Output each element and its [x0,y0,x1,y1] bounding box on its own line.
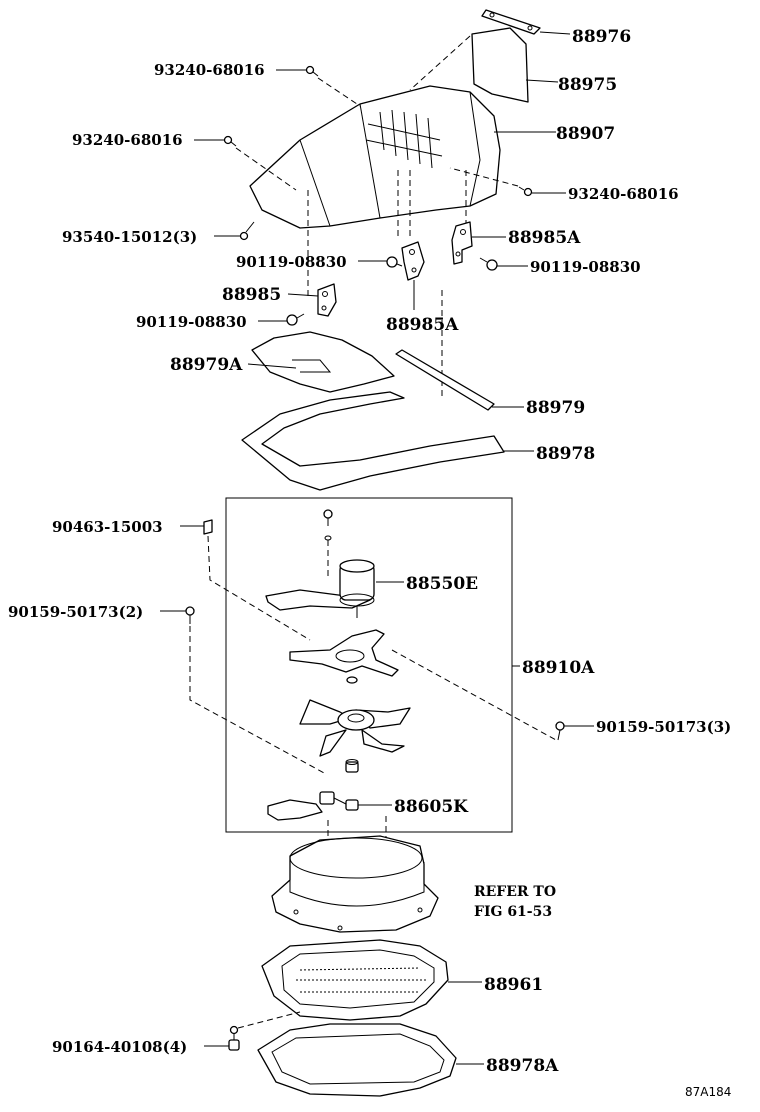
part-88961-grille [261,939,449,1021]
label-88979: 88979 [526,398,585,418]
part-88975-panel [471,27,529,103]
label-93240-right: 93240-68016 [568,185,679,203]
part-88979A-sheet [251,331,395,393]
screw-93240-left [223,135,237,147]
label-88978: 88978 [536,444,595,464]
label-93240-left: 93240-68016 [72,131,183,149]
screw-90159-right [555,721,565,741]
nut-upper [346,676,358,684]
bolt-90119-right [479,257,498,271]
bolt-90119-middle [386,256,403,268]
label-88550E: 88550E [406,574,478,594]
part-88976-plate [481,9,541,35]
screw-90164 [228,1025,240,1051]
label-93540: 93540-15012(3) [62,228,197,246]
clip-90463 [203,519,213,535]
part-88605K-resistor [267,791,359,821]
figure-code: 87A184 [685,1085,731,1099]
bracket-88985 [317,283,337,317]
nut-lower [345,759,359,773]
label-90119-right: 90119-08830 [530,258,641,276]
part-88978-seal [241,391,505,491]
part-88979-strip [395,349,495,411]
refer-to-line2: FIG 61-53 [474,904,552,920]
bracket-88985A-right [451,221,473,265]
label-88985: 88985 [222,285,281,305]
label-93240-top: 93240-68016 [154,61,265,79]
screw-motor-top [323,509,333,541]
label-90119-left: 90119-08830 [136,313,247,331]
part-fan [299,699,411,757]
screw-93540 [239,221,255,241]
label-88910A: 88910A [522,658,595,678]
label-90463: 90463-15003 [52,518,163,536]
refer-to-line1: REFER TO [474,884,556,900]
label-88907: 88907 [556,124,615,144]
part-88907-housing [249,85,501,229]
screw-93240-top [305,65,319,77]
screw-90159-left [185,606,195,624]
assembly-88910A-box [225,497,513,833]
part-88978A-frame [257,1023,457,1097]
screw-93240-right [518,186,533,197]
label-90159-left: 90159-50173(2) [8,603,143,621]
label-88978A: 88978A [486,1056,559,1076]
label-88975: 88975 [558,75,617,95]
label-88979A: 88979A [170,355,243,375]
part-fan-case [271,835,439,933]
label-88985A-right: 88985A [508,228,581,248]
bolt-90119-left [286,313,305,326]
label-88961: 88961 [484,975,543,995]
label-88985A-middle: 88985A [386,315,459,335]
part-motor-bracket [289,629,399,677]
bracket-88985A-middle [401,241,425,281]
part-88550E-motor [265,559,375,618]
label-88605K: 88605K [394,797,469,817]
label-90159-right: 90159-50173(3) [596,718,731,736]
label-90119-middle: 90119-08830 [236,253,347,271]
label-90164: 90164-40108(4) [52,1038,187,1056]
label-88976: 88976 [572,27,631,47]
